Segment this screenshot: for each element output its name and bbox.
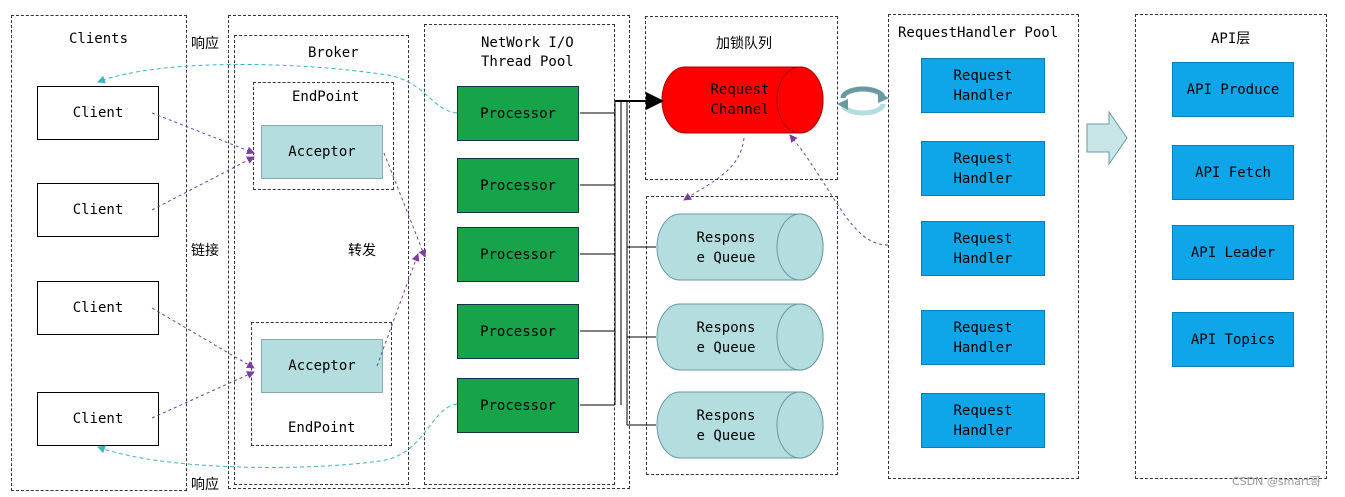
- processor-box[interactable]: Processor: [457, 378, 579, 433]
- request-handler-box[interactable]: Request Handler: [921, 310, 1045, 365]
- endpoint-bottom-panel: [251, 322, 392, 446]
- handler-line1: Request: [953, 402, 1013, 419]
- client-to-acceptor-arrow: [151, 371, 255, 419]
- clients-title: Clients: [69, 31, 129, 47]
- client-box[interactable]: Client: [37, 183, 159, 237]
- request-handler-box[interactable]: Request Handler: [921, 221, 1045, 276]
- handler-to-channel-arrow: [789, 134, 889, 246]
- clients-panel: [11, 15, 187, 491]
- handler-line2: Handler: [953, 422, 1013, 439]
- response-queue-cylinder: [656, 303, 824, 371]
- response-queue-panel: [646, 196, 838, 475]
- response-queue-label: Respons e Queue: [696, 320, 756, 356]
- request-channel-label: Request Channel: [710, 82, 770, 118]
- client-to-acceptor-arrow: [151, 156, 255, 211]
- acceptor-top[interactable]: Acceptor: [261, 125, 383, 179]
- broker-outer-panel: [228, 15, 630, 489]
- watermark: CSDN @smart哥: [1232, 475, 1321, 488]
- handler-line2: Handler: [953, 170, 1013, 187]
- processor-box[interactable]: Processor: [457, 86, 579, 141]
- handler-line2: Handler: [953, 339, 1013, 356]
- connect-label: 链接: [191, 243, 219, 259]
- api-layer-title: API层: [1211, 31, 1251, 47]
- response-queue-label: Respons e Queue: [696, 230, 756, 266]
- locked-queue-panel: [645, 16, 838, 180]
- endpoint-top-panel: [253, 82, 394, 190]
- handler-line2: Handler: [953, 250, 1013, 267]
- handler-line2: Handler: [953, 87, 1013, 104]
- right-arrow-icon: [1086, 110, 1128, 166]
- request-handler-box[interactable]: Request Handler: [921, 58, 1045, 113]
- endpoint-top-label: EndPoint: [292, 89, 360, 105]
- client-to-acceptor-arrow: [151, 112, 255, 155]
- processor-box[interactable]: Processor: [457, 227, 579, 282]
- api-layer-panel: [1135, 14, 1327, 479]
- endpoint-bottom-label: EndPoint: [288, 420, 356, 436]
- response-queue-cylinder: [656, 213, 824, 281]
- response-to-client-arrow-bottom: [97, 403, 458, 468]
- forward-label: 转发: [348, 243, 376, 259]
- response-queue-cylinder: [656, 391, 824, 459]
- response-queue-label: Respons e Queue: [696, 408, 756, 444]
- handler-pool-title: RequestHandler Pool: [898, 25, 1059, 41]
- handler-line1: Request: [953, 230, 1013, 247]
- broker-panel: [234, 35, 409, 485]
- processor-box[interactable]: Processor: [457, 304, 579, 359]
- api-fetch-box[interactable]: API Fetch: [1172, 145, 1294, 200]
- request-to-response-arrow: [683, 137, 745, 201]
- client-to-acceptor-arrow: [151, 307, 255, 369]
- client-box[interactable]: Client: [37, 281, 159, 335]
- api-topics-box[interactable]: API Topics: [1172, 312, 1294, 367]
- acceptor-bottom[interactable]: Acceptor: [261, 339, 383, 393]
- request-handler-box[interactable]: Request Handler: [921, 141, 1045, 196]
- locked-queue-title: 加锁队列: [716, 36, 772, 52]
- acceptor-to-pool-arrow: [376, 253, 420, 367]
- request-channel-cylinder: [661, 66, 824, 134]
- processor-box[interactable]: Processor: [457, 158, 579, 213]
- broker-title: Broker: [308, 45, 359, 61]
- api-produce-box[interactable]: API Produce: [1172, 62, 1294, 117]
- acceptor-to-pool-arrow: [383, 152, 427, 258]
- api-leader-box[interactable]: API Leader: [1172, 225, 1294, 280]
- handler-line1: Request: [953, 67, 1013, 84]
- handler-line1: Request: [953, 319, 1013, 336]
- response-bottom-label: 响应: [191, 477, 219, 493]
- client-box[interactable]: Client: [37, 86, 159, 140]
- network-pool-title-line1: NetWork I/O: [481, 35, 574, 51]
- request-handler-box[interactable]: Request Handler: [921, 393, 1045, 448]
- refresh-icon: [837, 86, 889, 116]
- handler-line1: Request: [953, 150, 1013, 167]
- network-pool-title-line2: Thread Pool: [481, 54, 574, 70]
- response-top-label: 响应: [191, 36, 219, 52]
- client-box[interactable]: Client: [37, 392, 159, 446]
- handler-pool-panel: [888, 14, 1079, 479]
- response-to-client-arrow-top: [97, 63, 458, 114]
